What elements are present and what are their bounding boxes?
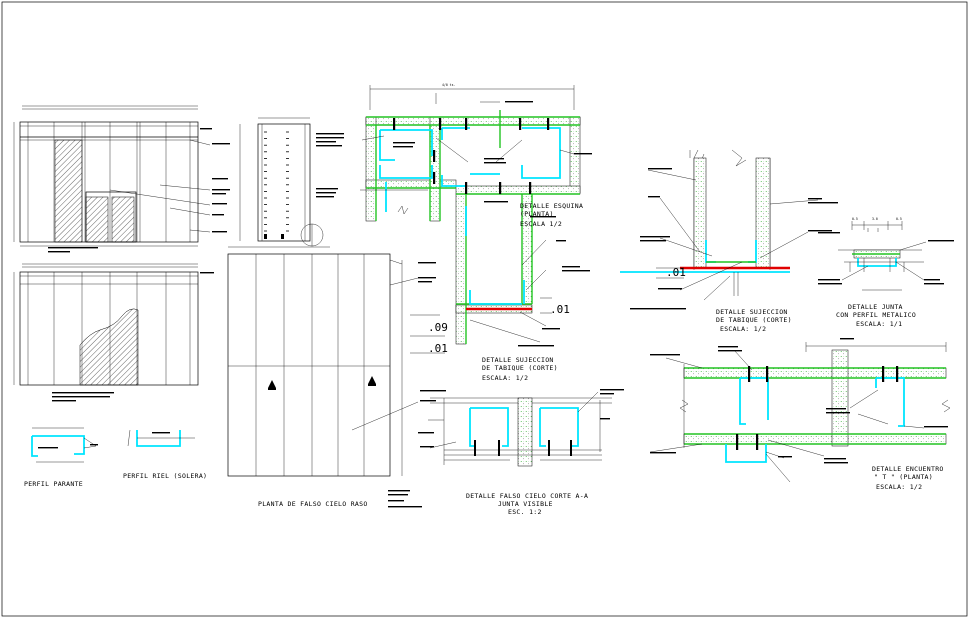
partition-section-strip [228,117,330,248]
joint-detail: 0.5 3.0 0.5 DETALLE JUNTA CON PERFIL MET… [818,217,954,328]
screw-mark [548,440,550,456]
screw-mark [756,434,759,450]
screw-mark [519,118,522,130]
perfil-parante-title: PERFIL PARANTE [24,480,83,488]
wall-elevation-top-notes [48,128,230,253]
screw-mark [896,366,899,382]
wall-fixing-title-2: DE TABIQUE (CORTE) [716,316,792,324]
wall-elevation-top [13,105,211,247]
dim-01-a: .01 [428,342,448,355]
screw-mark [433,150,436,162]
screw-mark [465,118,468,130]
screw-mark [547,118,550,130]
corner-detail-plan: 4/0 ts. [316,83,592,382]
screw-mark [433,172,436,184]
dimension-callouts: .09 .01 [410,314,448,355]
corner-detail-title-3: ESCALA 1/2 [520,220,562,228]
ceiling-section-title-1: DETALLE FALSO CIELO CORTE A-A [466,492,588,500]
screw-mark [465,182,468,194]
perfil-riel-detail: PERFIL RIEL (SOLERA) [123,429,207,480]
dim-junta-b: 3.0 [872,217,878,221]
screw-mark [439,118,442,130]
dim-junta-c: 0.5 [896,217,902,221]
corner-detail-title-2: (PLANTA) [520,210,554,218]
dim-01-b: .01 [550,303,570,316]
perfil-riel-title: PERFIL RIEL (SOLERA) [123,472,207,480]
dim-01-c: .01 [666,266,686,279]
ceiling-section-title-2: JUNTA VISIBLE [498,500,553,508]
ceiling-plan: PLANTA DE FALSO CIELO RASO [227,253,436,508]
screw-mark [498,440,500,456]
t-junction-title-1: DETALLE ENCUENTRO [872,465,944,473]
ceiling-section-title-3: ESC. 1:2 [508,508,542,516]
section-fixing-title-1: DETALLE SUJECCION [482,356,554,364]
wall-fixing-section: .01 DETALLE SUJECCION DE TABIQUE (CORTE)… [620,149,838,333]
screw-mark [882,366,885,382]
joint-title-3: ESCALA: 1/1 [856,320,902,328]
ceiling-section-detail: DETALLE FALSO CIELO CORTE A-A JUNTA VISI… [418,389,624,516]
screw-mark [529,182,532,194]
perfil-parante-detail: PERFIL PARANTE [24,427,98,488]
screw-mark [736,434,739,450]
dim-09: .09 [428,321,448,334]
screw-mark [474,440,476,456]
screw-mark [748,366,751,382]
dim-esquina-width: 4/0 ts. [442,83,456,87]
section-fixing-title-3: ESCALA: 1/2 [482,374,528,382]
t-junction-detail: DETALLE ENCUENTRO " T " (PLANTA) ESCALA:… [649,338,951,491]
dim-junta-a: 0.5 [852,217,858,221]
t-junction-title-3: ESCALA: 1/2 [876,483,922,491]
section-fixing-title-2: DE TABIQUE (CORTE) [482,364,558,372]
screw-mark [499,182,502,194]
screw-mark [766,366,769,382]
corner-detail-title-1: DETALLE ESQUINA [520,202,583,210]
screw-mark [393,118,396,130]
t-junction-title-2: " T " (PLANTA) [874,473,933,481]
wall-fixing-title-1: DETALLE SUJECCION [716,308,788,316]
ceiling-plan-title: PLANTA DE FALSO CIELO RASO [258,500,368,508]
wall-fixing-title-3: ESCALA: 1/2 [720,325,766,333]
screw-mark [570,440,572,456]
joint-title-1: DETALLE JUNTA [848,303,903,311]
wall-elevation-bottom [13,263,214,402]
joint-title-2: CON PERFIL METALICO [836,311,916,319]
